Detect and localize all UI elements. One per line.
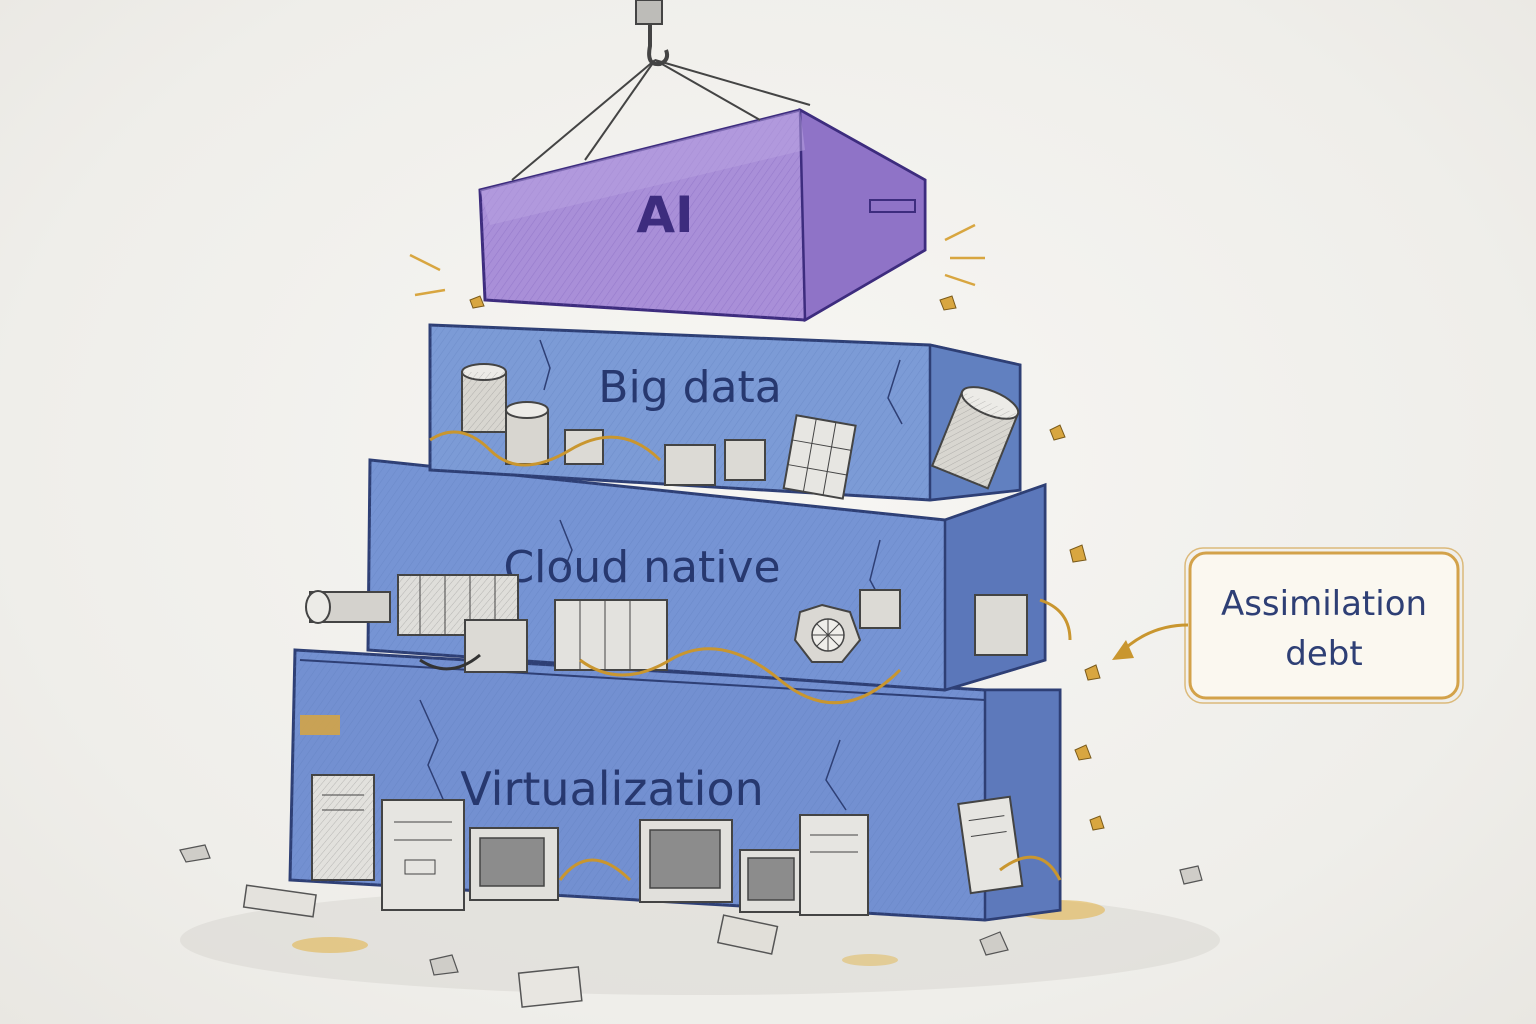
grid-panel-icon xyxy=(782,414,857,500)
layer-virtualization-label: Virtualization xyxy=(460,762,764,816)
monitor-icon xyxy=(739,849,805,913)
monitor-icon xyxy=(639,819,733,903)
barrel-icon xyxy=(930,386,1020,490)
assimilation-debt-callout: Assimilation debt xyxy=(1112,547,1464,704)
legacy-junk xyxy=(305,363,1072,916)
shipping-container-icon xyxy=(554,599,668,671)
crane-hook-icon xyxy=(511,0,811,181)
server-icon xyxy=(957,795,1024,895)
callout-line1: Assimilation xyxy=(1221,584,1427,624)
layer-ai-label: AI xyxy=(636,186,693,244)
falling-debris xyxy=(469,295,1105,831)
pipe-icon xyxy=(305,590,391,624)
layer-big-data-label: Big data xyxy=(598,362,781,413)
barrel-icon xyxy=(461,363,507,433)
server-icon xyxy=(799,814,869,916)
layer-ai: AI xyxy=(478,107,927,323)
server-icon xyxy=(311,774,375,881)
server-icon xyxy=(381,799,465,911)
callout-line2: debt xyxy=(1285,634,1362,674)
monitor-icon xyxy=(469,827,559,901)
layer-cloud-native-label: Cloud native xyxy=(503,542,780,593)
impact-sparks xyxy=(409,223,985,297)
barrel-icon xyxy=(505,401,549,465)
kubernetes-helm-icon xyxy=(793,603,862,663)
